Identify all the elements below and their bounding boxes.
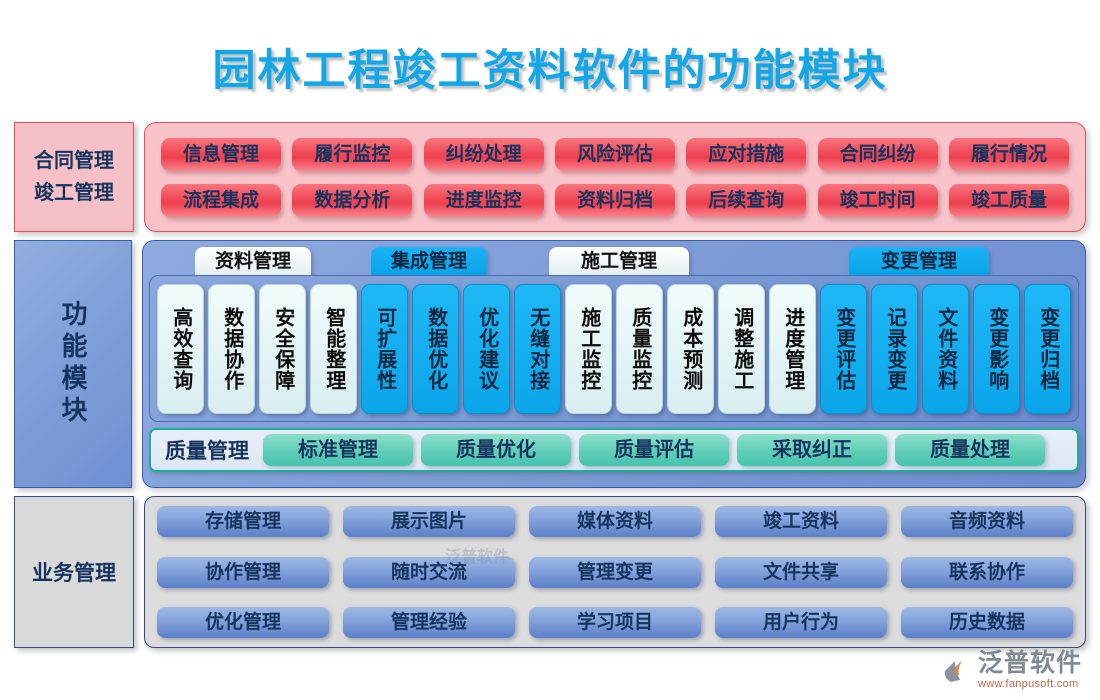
brand-url: www.fanpusoft.com [977, 678, 1079, 690]
tab-integration-management[interactable]: 集成管理 [371, 247, 487, 277]
function-item[interactable]: 数据优化 [412, 284, 459, 414]
quality-item[interactable]: 质量评估 [579, 434, 729, 466]
business-row-3: 优化管理 管理经验 学习项目 用户行为 历史数据 [157, 607, 1073, 638]
function-item[interactable]: 数据协作 [208, 284, 255, 414]
quality-item[interactable]: 采取纠正 [737, 434, 887, 466]
contract-item[interactable]: 应对措施 [686, 137, 807, 171]
business-item[interactable]: 管理经验 [343, 607, 515, 638]
contract-section-label: 合同管理 竣工管理 [14, 122, 134, 232]
contract-item[interactable]: 进度监控 [423, 183, 544, 217]
function-item[interactable]: 安全保障 [259, 284, 306, 414]
business-management-section: 业务管理 泛普软件 存储管理 展示图片 媒体资料 竣工资料 音频资料 协作管理 … [14, 496, 1086, 648]
contract-item[interactable]: 流程集成 [161, 183, 281, 217]
contract-item[interactable]: 履行情况 [948, 137, 1069, 171]
contract-item[interactable]: 数据分析 [292, 183, 413, 217]
function-item[interactable]: 调整施工 [718, 284, 765, 414]
business-item[interactable]: 媒体资料 [529, 506, 701, 537]
business-section-label: 业务管理 [14, 496, 134, 648]
business-items-panel: 泛普软件 存储管理 展示图片 媒体资料 竣工资料 音频资料 协作管理 随时交流 … [144, 496, 1086, 648]
quality-item[interactable]: 质量优化 [421, 434, 571, 466]
function-module-section: 功能模块 资料管理 集成管理 施工管理 变更管理 高效查询 数据协作 安全保障 … [14, 240, 1086, 488]
function-item[interactable]: 变更评估 [820, 284, 867, 414]
business-item[interactable]: 协作管理 [157, 556, 329, 588]
contract-item[interactable]: 资料归档 [554, 183, 675, 217]
quality-item[interactable]: 质量处理 [895, 434, 1045, 466]
tab-change-management[interactable]: 变更管理 [849, 247, 989, 277]
contract-row-1: 信息管理 履行监控 纠纷处理 风险评估 应对措施 合同纠纷 履行情况 [155, 137, 1075, 171]
quality-label: 质量管理 [165, 440, 249, 463]
function-item[interactable]: 无缝对接 [514, 284, 561, 414]
contract-label-line2: 竣工管理 [34, 182, 114, 204]
function-label-text: 功能模块 [58, 300, 88, 428]
contract-item[interactable]: 履行监控 [292, 137, 413, 171]
business-item[interactable]: 联系协作 [901, 556, 1073, 588]
business-item[interactable]: 音频资料 [901, 506, 1073, 537]
business-item[interactable]: 优化管理 [157, 607, 329, 638]
contract-item[interactable]: 合同纠纷 [817, 137, 938, 171]
business-item[interactable]: 竣工资料 [715, 506, 887, 537]
brand-name: 泛普软件 [977, 649, 1082, 677]
business-item[interactable]: 历史数据 [901, 607, 1073, 638]
tab-data-management[interactable]: 资料管理 [195, 247, 311, 277]
function-items-panel: 高效查询 数据协作 安全保障 智能整理 可扩展性 数据优化 优化建议 无缝对接 … [149, 275, 1079, 422]
contract-label-line1: 合同管理 [34, 150, 114, 172]
business-item[interactable]: 随时交流 [343, 556, 515, 588]
business-item[interactable]: 学习项目 [529, 607, 701, 638]
function-item[interactable]: 记录变更 [871, 284, 918, 414]
business-item[interactable]: 存储管理 [157, 506, 329, 537]
business-row-2: 协作管理 随时交流 管理变更 文件共享 联系协作 [157, 556, 1073, 588]
function-item[interactable]: 可扩展性 [361, 284, 408, 414]
function-item[interactable]: 成本预测 [667, 284, 714, 414]
function-item[interactable]: 进度管理 [769, 284, 816, 414]
function-items-row: 高效查询 数据协作 安全保障 智能整理 可扩展性 数据优化 优化建议 无缝对接 … [157, 284, 1071, 414]
function-section-label: 功能模块 [14, 240, 132, 488]
function-item[interactable]: 变更归档 [1024, 284, 1071, 414]
business-item[interactable]: 文件共享 [715, 556, 887, 588]
contract-item[interactable]: 竣工质量 [948, 183, 1069, 217]
contract-item[interactable]: 竣工时间 [817, 183, 938, 217]
quality-management-strip: 质量管理 标准管理 质量优化 质量评估 采取纠正 质量处理 [149, 428, 1079, 472]
contract-item[interactable]: 后续查询 [686, 183, 807, 217]
page-title: 园林工程竣工资料软件的功能模块 [211, 46, 888, 97]
quality-item[interactable]: 标准管理 [263, 434, 413, 466]
function-item[interactable]: 智能整理 [310, 284, 357, 414]
function-outer-panel: 资料管理 集成管理 施工管理 变更管理 高效查询 数据协作 安全保障 智能整理 … [142, 240, 1086, 488]
brand-logo: 泛普软件 www.fanpusoft.com [943, 651, 1082, 690]
function-item[interactable]: 文件资料 [922, 284, 969, 414]
contract-row-2: 流程集成 数据分析 进度监控 资料归档 后续查询 竣工时间 竣工质量 [155, 183, 1075, 217]
function-item[interactable]: 高效查询 [157, 284, 204, 414]
contract-management-section: 合同管理 竣工管理 信息管理 履行监控 纠纷处理 风险评估 应对措施 合同纠纷 … [14, 122, 1086, 232]
business-row-1: 存储管理 展示图片 媒体资料 竣工资料 音频资料 [157, 506, 1073, 537]
tab-construction-management[interactable]: 施工管理 [549, 247, 689, 277]
function-item[interactable]: 优化建议 [463, 284, 510, 414]
contract-item[interactable]: 风险评估 [554, 137, 675, 171]
contract-item[interactable]: 信息管理 [161, 137, 281, 171]
function-group-tabs: 资料管理 集成管理 施工管理 变更管理 [149, 247, 1079, 277]
function-item[interactable]: 变更影响 [973, 284, 1020, 414]
business-item[interactable]: 用户行为 [715, 607, 887, 638]
contract-item[interactable]: 纠纷处理 [423, 137, 544, 171]
function-item[interactable]: 质量监控 [616, 284, 663, 414]
fanpu-logo-icon [943, 658, 973, 684]
contract-items-panel: 信息管理 履行监控 纠纷处理 风险评估 应对措施 合同纠纷 履行情况 流程集成 … [144, 122, 1086, 232]
business-item[interactable]: 展示图片 [343, 506, 515, 537]
function-item[interactable]: 施工监控 [565, 284, 612, 414]
business-item[interactable]: 管理变更 [529, 556, 701, 588]
